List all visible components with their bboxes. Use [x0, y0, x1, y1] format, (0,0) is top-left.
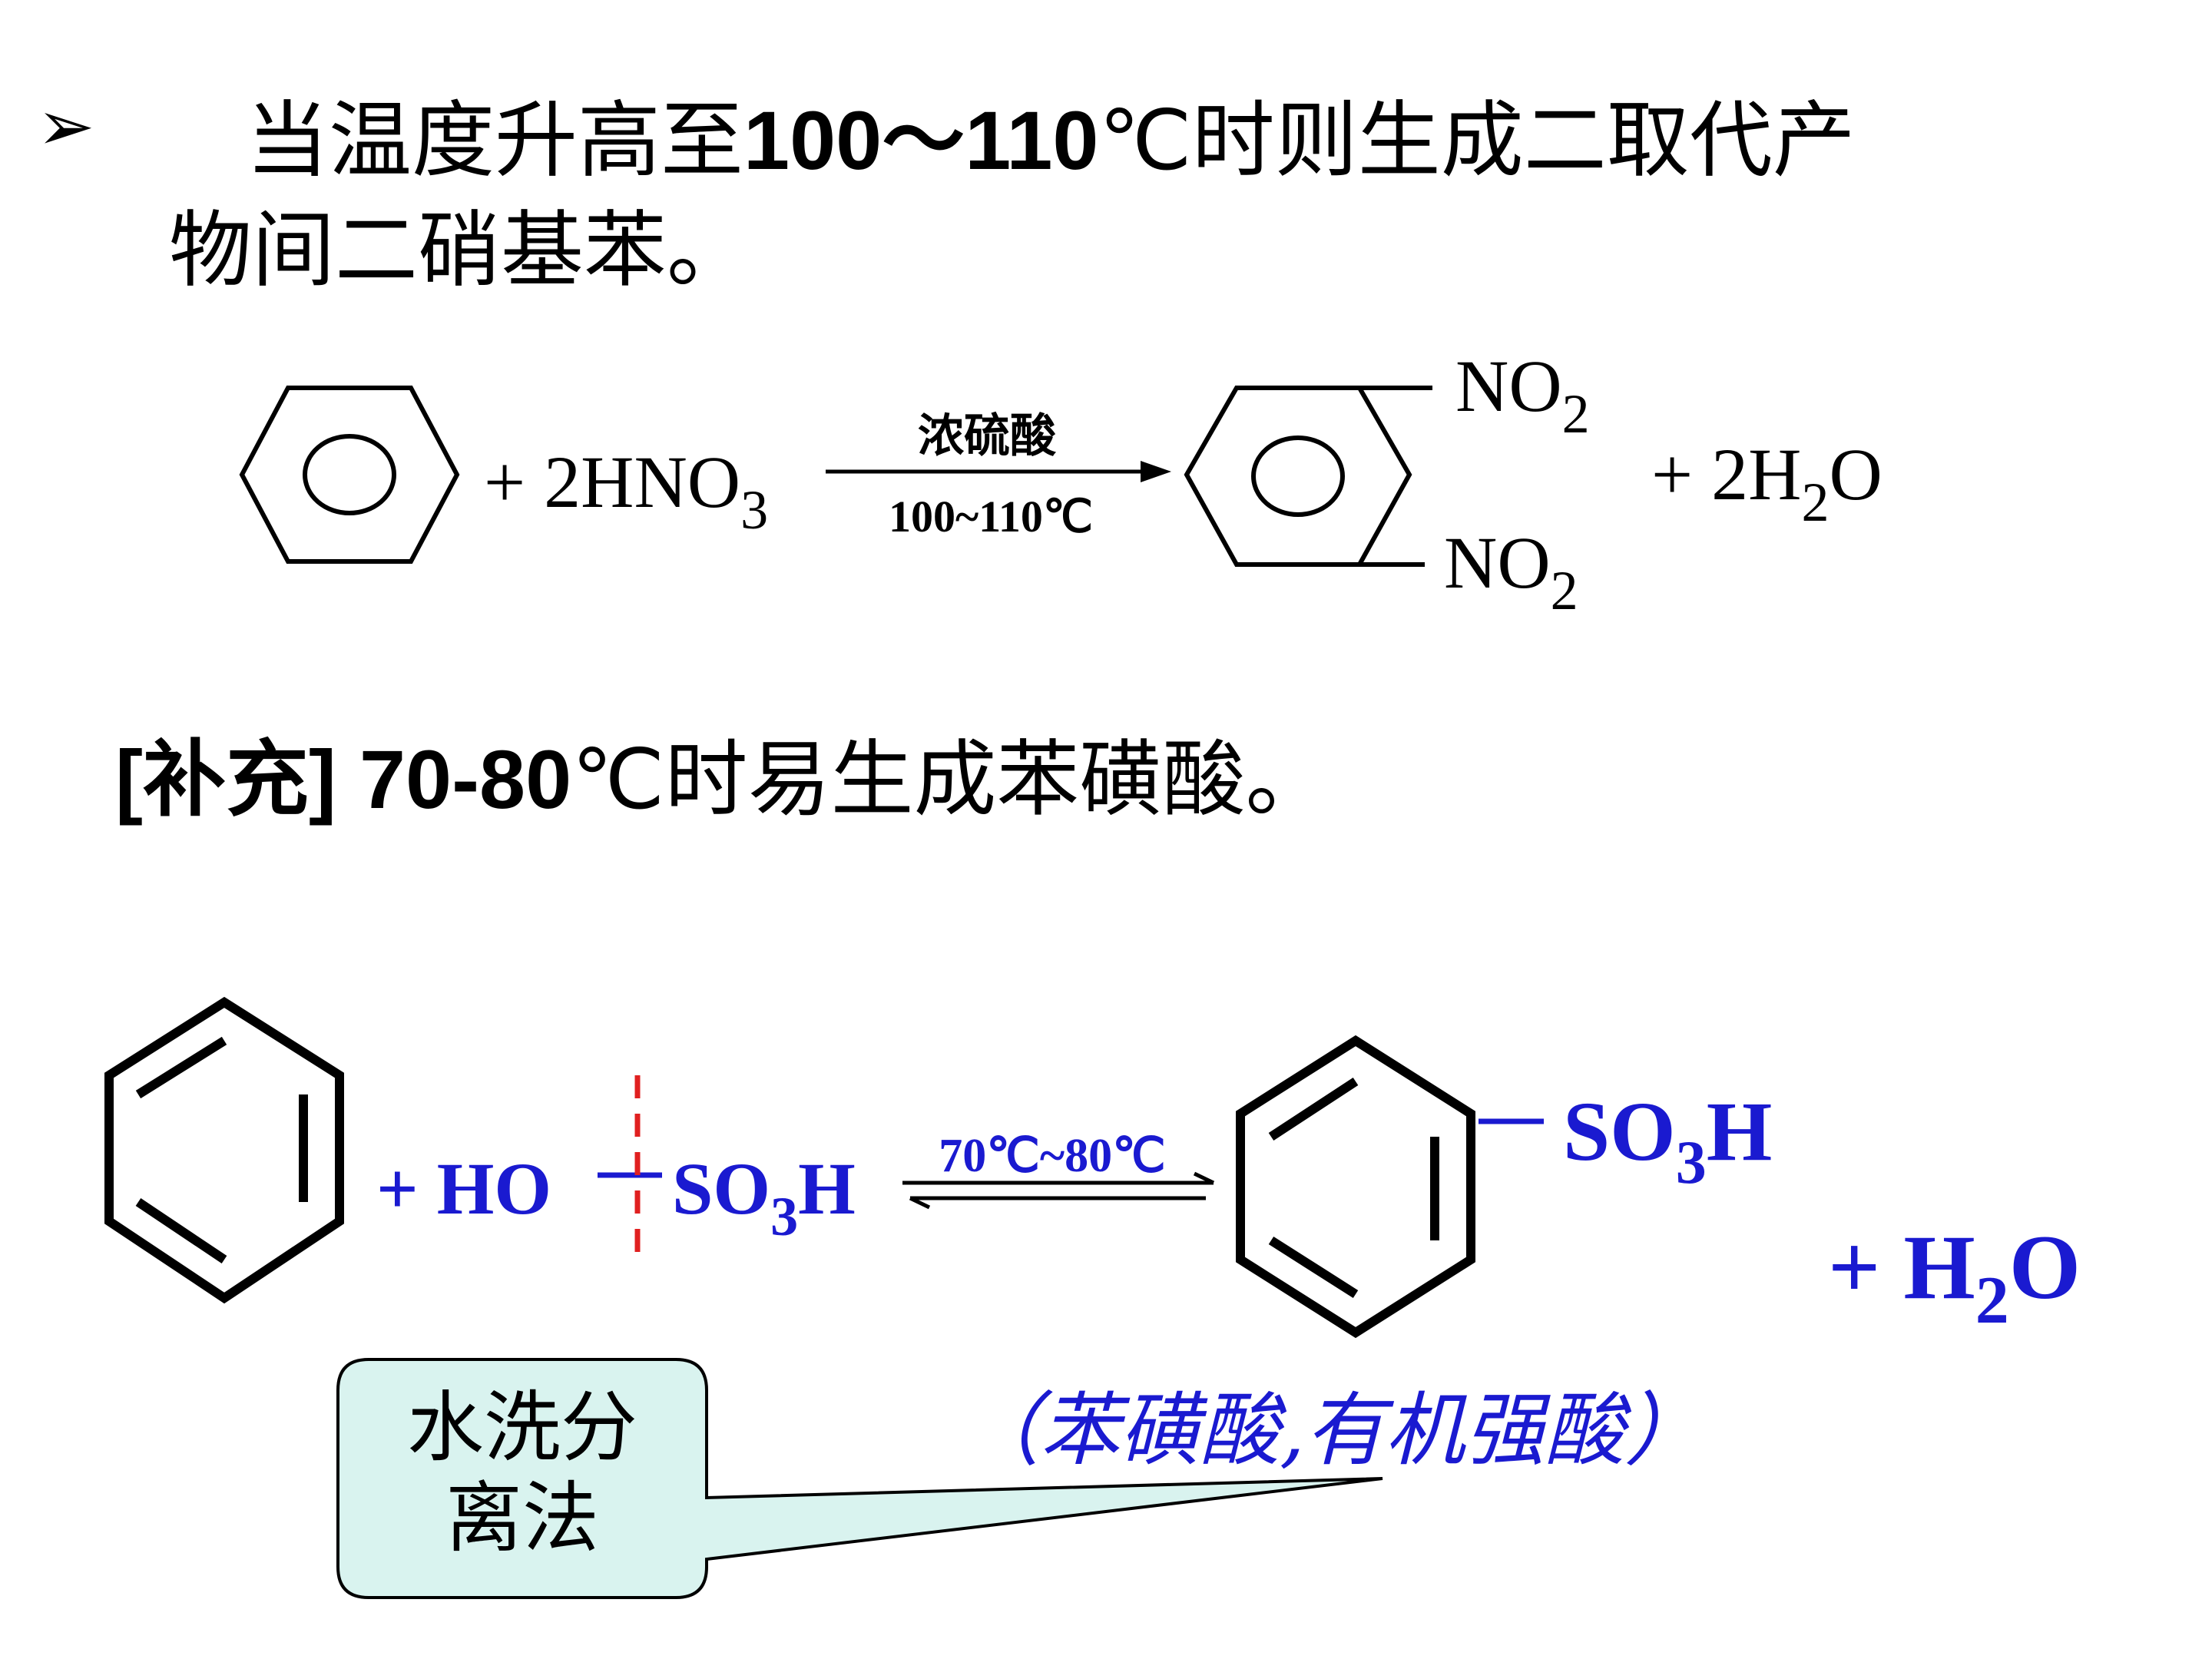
benzene-kekule-2-double-a [1268, 1077, 1359, 1141]
condition-label-1: 100~110℃ [889, 492, 1093, 541]
callout-bubble [336, 1358, 1383, 1599]
benzene-kekule-2-double-c [1268, 1236, 1359, 1299]
benzene-kekule-2-outline [1236, 1035, 1475, 1339]
benzene-kekule-1-outline [104, 996, 344, 1304]
product-so3h-group: SO3H [1563, 1084, 1772, 1197]
reagent-sulfuric-acid-right: SO3H [672, 1147, 856, 1247]
callout-shape [336, 1358, 1383, 1599]
heading-line-1: 当温度升高至100～110℃时则生成二取代产 [246, 91, 1856, 191]
benzene-kekule-1-double-a [135, 1036, 227, 1099]
benzene-kekule-1 [104, 996, 344, 1304]
reaction-arrow-1 [826, 461, 1171, 482]
benzene-ring-1 [239, 386, 460, 564]
byproduct-water-2: + H2O [1828, 1216, 2081, 1338]
benzene-kekule-1-double-c [135, 1198, 227, 1263]
benzene-ring-1-circle [303, 434, 396, 515]
callout-line-2: 离法 [445, 1473, 599, 1563]
equilibrium-arrow [902, 1171, 1215, 1210]
callout-line-1: 水洗分 [407, 1382, 637, 1472]
heading-part-1: 当温度升高至 [246, 93, 744, 189]
benzene-ring-2-circle [1251, 435, 1345, 517]
bullet-arrow-icon: ➢ [37, 86, 95, 167]
substituent-no2-bottom: NO2 [1444, 522, 1578, 621]
condition-label-2: 70℃~80℃ [939, 1130, 1166, 1182]
heading-line-2: 物间二硝基苯。 [169, 203, 750, 299]
reagent-hno3: + 2HNO3 [484, 441, 768, 541]
benzene-kekule-2 [1236, 1035, 1475, 1339]
reagent-sulfuric-acid-left: + HO [376, 1147, 551, 1230]
supplement-bracket: [补充] [115, 733, 336, 826]
benzenesulfonic-acid-note: （苯磺酸,有机强酸） [960, 1383, 1705, 1477]
benzene-ring-2 [1184, 386, 1432, 567]
heading-temperature: 100～110 [743, 94, 1099, 187]
supplement-line: [补充] 70-80℃时易生成苯磺酸。 [115, 730, 1328, 830]
substituent-no2-top: NO2 [1455, 345, 1590, 445]
catalyst-label: 浓硫酸 [918, 411, 1057, 462]
heading-part-2: ℃时则生成二取代产 [1098, 93, 1856, 189]
byproduct-water-1: + 2H2O [1651, 433, 1883, 533]
benzene-ring-1-outline [239, 386, 460, 564]
benzene-ring-2-outline [1184, 386, 1412, 567]
supplement-rest: ℃时易生成苯磺酸。 [571, 732, 1329, 828]
supplement-temperature: 70-80 [336, 733, 572, 826]
callout-text: 水洗分 离法 [338, 1382, 707, 1564]
